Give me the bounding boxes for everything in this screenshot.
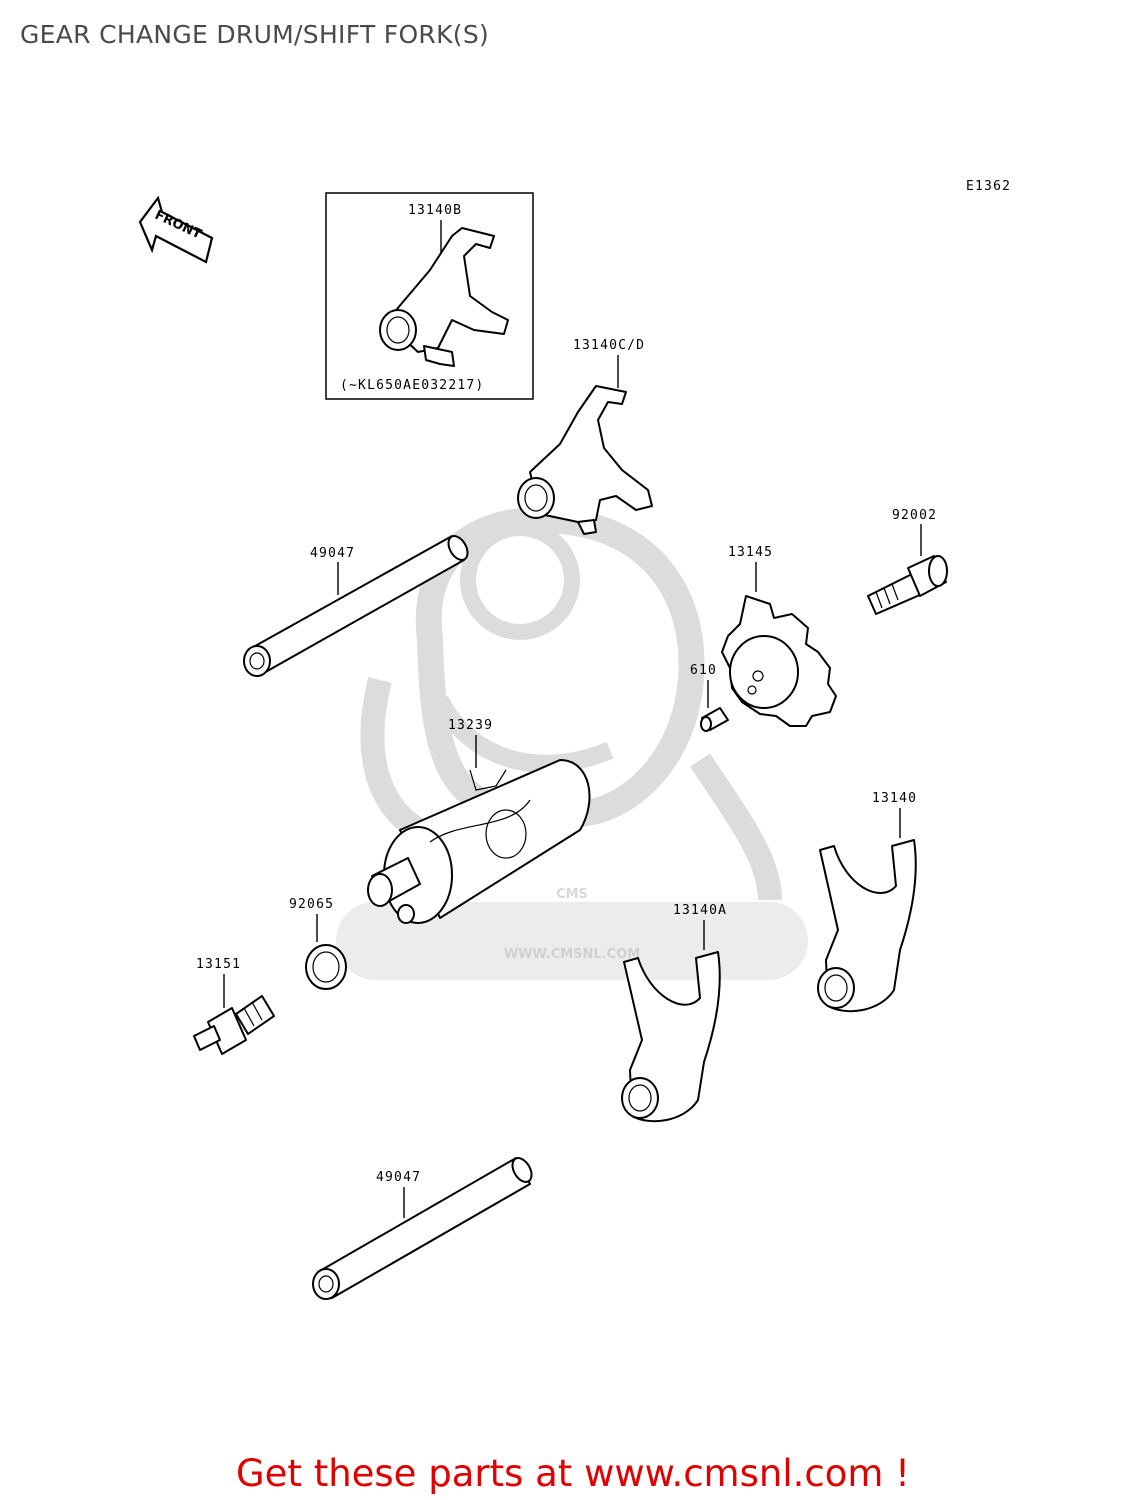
inset-box-13140b: 13140B (~KL650AE032217): [325, 192, 534, 400]
shaft-49047-upper: 49047: [243, 535, 469, 677]
bolt-92002: 92002: [867, 508, 948, 615]
callout-13140a: 13140A: [673, 903, 727, 918]
parts-diagram: CMS WWW.CMSNL.COM E1362 FRONT 13140B (~K…: [138, 179, 1011, 1300]
shift-fork-13140: 13140: [817, 791, 917, 1013]
footer-link[interactable]: Get these parts at www.cmsnl.com !: [235, 1452, 910, 1495]
callout-13151: 13151: [196, 957, 241, 972]
callout-13140: 13140: [872, 791, 917, 806]
watermark-url: WWW.CMSNL.COM: [504, 947, 640, 962]
watermark-brand: CMS: [556, 887, 588, 902]
callout-92065: 92065: [289, 897, 334, 912]
callout-92002: 92002: [892, 508, 937, 523]
callout-13140cd: 13140C/D: [573, 338, 645, 353]
page-title: GEAR CHANGE DRUM/SHIFT FORK(S): [20, 20, 490, 49]
shaft-49047-lower: 49047: [312, 1157, 533, 1300]
callout-13145: 13145: [728, 545, 773, 560]
shift-drum-13239: 13239: [367, 718, 591, 924]
shift-fork-13140a: 13140A: [621, 903, 727, 1123]
pin-610: 610: [690, 663, 729, 732]
callout-49047-upper: 49047: [310, 546, 355, 561]
callout-13239: 13239: [448, 718, 493, 733]
washer-92065: 92065: [289, 897, 347, 990]
callout-13140b: 13140B: [408, 203, 462, 218]
front-arrow-icon: FRONT: [138, 195, 214, 264]
shift-fork-13140cd: 13140C/D: [517, 338, 653, 535]
callout-49047-lower: 49047: [376, 1170, 421, 1185]
diagram-code: E1362: [966, 179, 1011, 194]
callout-610: 610: [690, 663, 717, 678]
neutral-switch-13151: 13151: [193, 957, 275, 1055]
cmsnl-watermark: CMS WWW.CMSNL.COM: [336, 506, 808, 980]
inset-note: (~KL650AE032217): [340, 378, 484, 393]
cam-13145: 13145: [721, 545, 837, 727]
